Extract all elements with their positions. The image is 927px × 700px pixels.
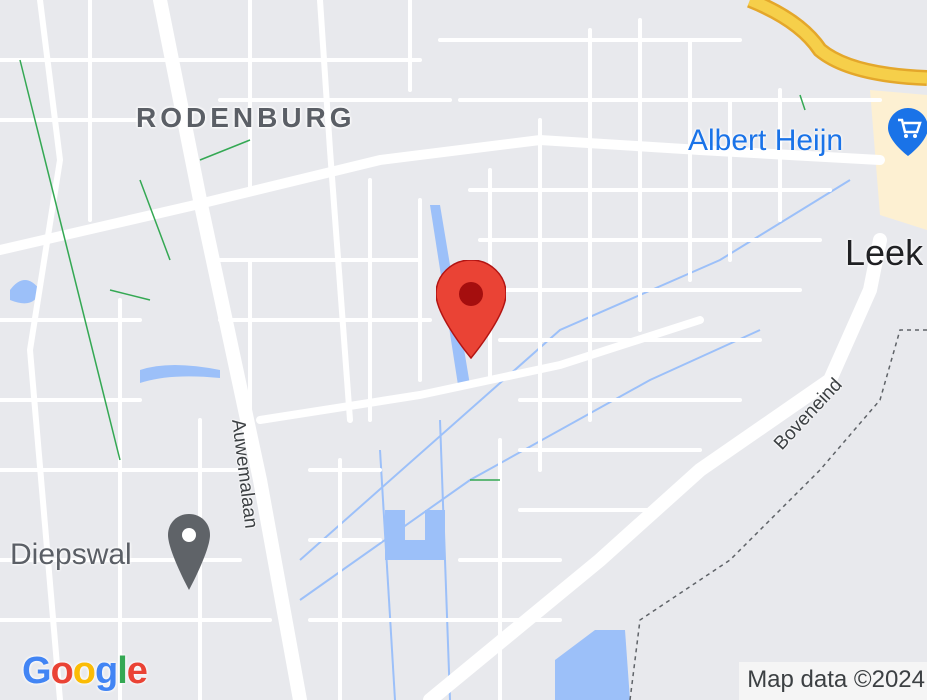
logo-letter: l (117, 650, 128, 692)
town-label: Leek (845, 232, 924, 273)
red-map-pin-icon[interactable] (435, 259, 507, 365)
logo-letter: e (126, 650, 148, 692)
logo-letter: g (95, 650, 118, 692)
albert-heijn-label[interactable]: Albert Heijn (688, 124, 844, 157)
logo-letter: G (22, 650, 52, 692)
diepswal-label[interactable]: Diepswal (10, 538, 132, 571)
google-logo[interactable]: Google (22, 650, 148, 693)
district-label: RODENBURG (136, 102, 356, 133)
logo-letter: o (72, 650, 96, 692)
shopping-cart-icon[interactable] (888, 108, 927, 161)
place-marker-icon[interactable] (168, 514, 210, 595)
logo-letter: o (50, 650, 74, 692)
map-attribution[interactable]: Map data ©2024 (739, 662, 927, 700)
